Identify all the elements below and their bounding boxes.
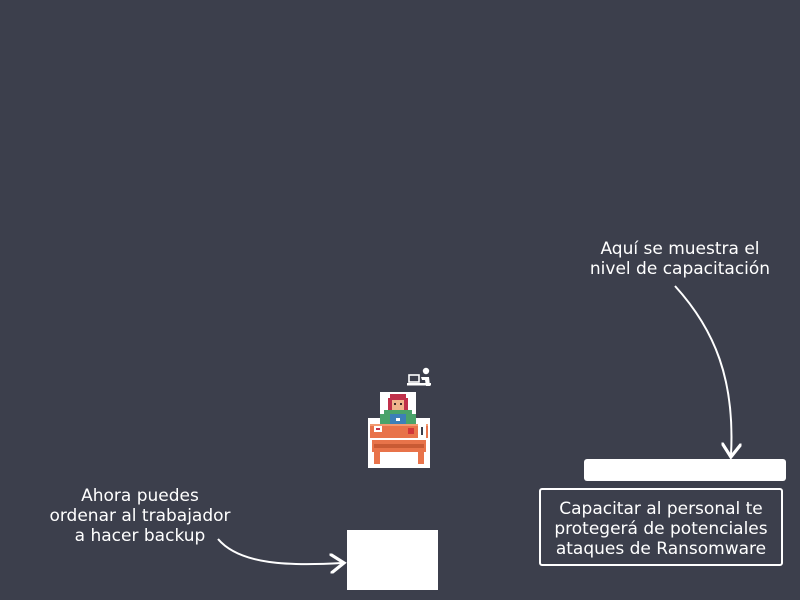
level-arrow	[674, 285, 732, 455]
backup-annotation: Ahora puedes ordenar al trabajador a hac…	[40, 486, 240, 546]
annotation-line: ordenar al trabajador	[49, 506, 231, 526]
worker-at-desk-sprite[interactable]	[366, 390, 432, 468]
training-level-annotation: Aquí se muestra el nivel de capacitación	[560, 239, 800, 279]
annotation-line: nivel de capacitación	[589, 259, 771, 279]
annotation-line: Ahora puedes	[81, 486, 199, 506]
train-staff-line: Capacitar al personal te	[559, 499, 763, 519]
backup-button[interactable]	[347, 530, 438, 590]
annotation-line: a hacer backup	[74, 526, 206, 546]
laptop-user-icon	[407, 367, 431, 386]
annotation-line: Aquí se muestra el	[600, 239, 760, 259]
train-staff-line: ataques de Ransomware	[555, 539, 767, 559]
training-level-bar	[584, 459, 786, 481]
train-staff-line: protegerá de potenciales	[554, 519, 768, 539]
backup-arrow	[217, 538, 342, 564]
train-staff-button[interactable]: Capacitar al personal te protegerá de po…	[539, 488, 783, 566]
